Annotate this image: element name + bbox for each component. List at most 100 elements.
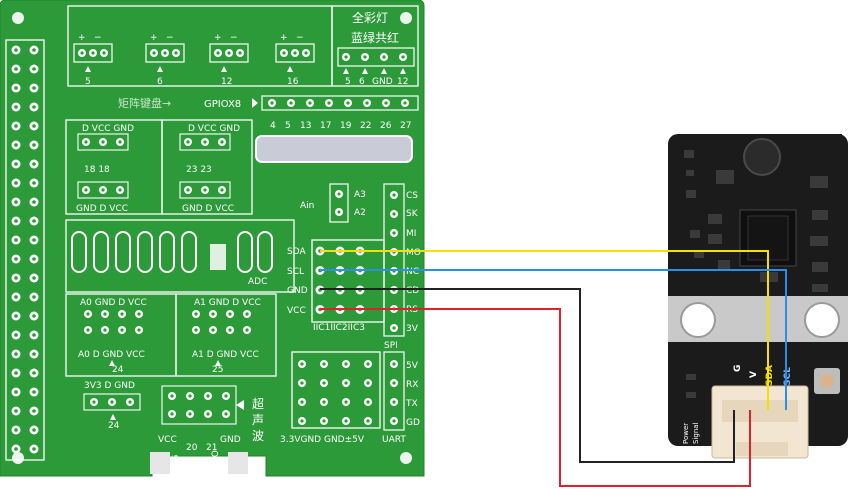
gpio-num-22: 22 <box>360 121 371 131</box>
servo-arrow-icon <box>157 66 163 72</box>
aux-top: 3V3 D GND <box>84 381 135 391</box>
i2c-gnd-label: GND <box>287 286 308 296</box>
pin-hole <box>194 312 198 316</box>
module-pin-g: G <box>733 365 743 372</box>
servo-minus-label: − <box>94 33 102 43</box>
pin-hole <box>137 328 141 332</box>
uart-tx: TX <box>405 399 418 409</box>
power-header <box>298 360 372 425</box>
sensor-header-frame <box>77 181 129 199</box>
servo-number: 16 <box>287 77 299 87</box>
sensor2-pin-label: 23 23 <box>186 165 212 175</box>
pin-hole <box>14 86 18 90</box>
module-pcb <box>668 134 848 446</box>
smd-part <box>810 236 828 246</box>
pin-hole <box>32 86 36 90</box>
pin-hole <box>282 51 286 55</box>
smd-part <box>686 190 696 198</box>
us-21: 21 <box>206 443 217 453</box>
pin-hole <box>84 140 88 144</box>
pin-hole <box>170 394 174 398</box>
adc-pad <box>93 231 109 273</box>
analog1-bottom: A0 D GND VCC <box>78 350 145 360</box>
uart-gd: GD <box>406 418 420 428</box>
ultrasonic-char-3: 波 <box>252 429 264 443</box>
pin-hole <box>366 400 370 404</box>
pin-hole <box>32 238 36 242</box>
pin-hole <box>322 381 326 385</box>
aux-num: 24 <box>108 421 120 431</box>
expansion-board: +−5+−6+−12+−16 全彩灯 蓝绿共红 5 6 GND 12 矩阵键盘→… <box>0 0 425 477</box>
pin-hole <box>103 328 107 332</box>
pin-hole <box>32 162 36 166</box>
trig-label: TRIG <box>171 455 181 477</box>
pin-hole <box>32 200 36 204</box>
sensor-block-2 <box>161 119 253 215</box>
pin-hole <box>227 51 231 55</box>
rgb-arrow-icon <box>362 68 368 74</box>
i2c-scl-label: SCL <box>287 267 304 277</box>
pin-hole <box>300 362 304 366</box>
rgb-title: 全彩灯 <box>352 10 388 25</box>
pin-hole <box>102 51 106 55</box>
spi-cd: CD <box>406 286 419 296</box>
left-pin-header <box>5 39 45 461</box>
sensor-module: G V SDA SCL Power Signal <box>668 134 848 459</box>
us-gnd: GND <box>220 435 241 445</box>
gpio-numbers: 4 5 13 17 19 22 26 27 <box>270 121 411 131</box>
smd-part <box>708 234 722 244</box>
servo-minus-label: − <box>296 33 304 43</box>
i2c-vcc-label: VCC <box>287 306 306 316</box>
pin-hole <box>14 390 18 394</box>
pin-hole <box>14 143 18 147</box>
pin-hole <box>270 101 274 105</box>
uart-rx: RX <box>406 380 418 390</box>
us-20: 20 <box>186 443 198 453</box>
pin-hole <box>14 352 18 356</box>
pin-hole <box>14 371 18 375</box>
spi-sk: SK <box>406 209 419 219</box>
smd-part <box>694 250 704 258</box>
pin-hole <box>245 328 249 332</box>
smd-part <box>708 214 722 224</box>
sensor2-bottom-label: GND D VCC <box>182 204 234 214</box>
pin-hole <box>188 412 192 416</box>
pin-hole <box>32 67 36 71</box>
a2-label: A2 <box>354 208 366 218</box>
pin-hole <box>14 181 18 185</box>
gpio-num-13: 13 <box>300 121 311 131</box>
smd-part <box>812 284 828 292</box>
pin-hole <box>86 328 90 332</box>
spi-nc: NC <box>406 267 419 277</box>
pin-hole <box>32 333 36 337</box>
pin-hole <box>322 362 326 366</box>
analog-block-2 <box>175 293 277 377</box>
servo-header <box>73 43 113 63</box>
gpio-arrow-icon <box>252 98 258 108</box>
pin-hole <box>216 51 220 55</box>
pin-hole <box>14 219 18 223</box>
rgb-header-frame <box>337 47 415 67</box>
analog2-num: 25 <box>212 365 223 375</box>
microphone <box>743 138 781 176</box>
pin-hole <box>14 238 18 242</box>
pin-hole <box>14 409 18 413</box>
rgb-block <box>331 5 419 87</box>
mount-hole-right <box>804 302 840 338</box>
sensor-header-frame <box>77 133 129 151</box>
ultrasonic-arrow-icon <box>236 400 244 410</box>
pin-hole <box>194 328 198 332</box>
pin-hole <box>224 394 228 398</box>
smd-part <box>686 170 694 176</box>
smd-part <box>690 230 700 238</box>
adc-pad <box>137 231 153 273</box>
module-pin-sda: SDA <box>765 365 775 386</box>
pin-hole <box>128 400 132 404</box>
rgb-arrow-icon <box>343 68 349 74</box>
pin-hole <box>32 257 36 261</box>
pin-hole <box>344 381 348 385</box>
pin-hole <box>384 101 388 105</box>
servo-plus-label: + <box>78 33 86 43</box>
pin-hole <box>228 328 232 332</box>
pin-hole <box>300 419 304 423</box>
